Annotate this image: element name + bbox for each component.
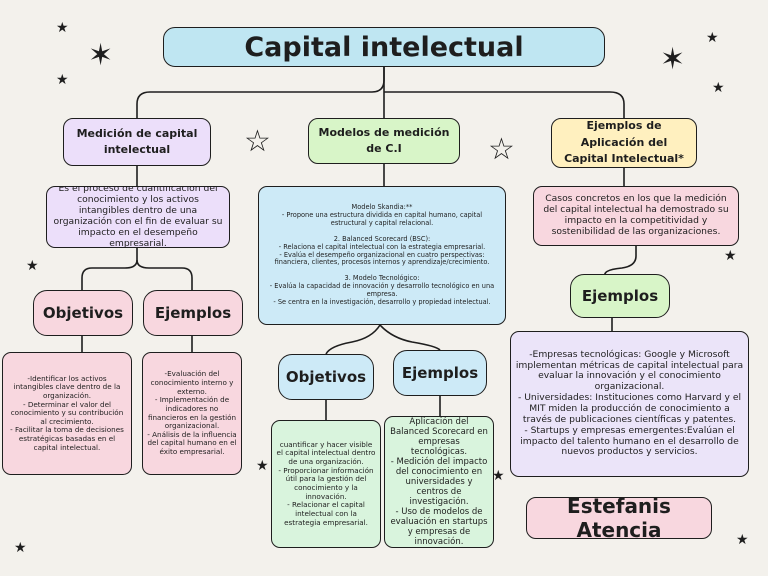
label-ejemplos-modelos: Ejemplos xyxy=(393,350,487,396)
star-icon: ★ xyxy=(706,30,719,46)
star-icon: ✶ xyxy=(88,38,114,73)
header-modelos: Modelos de medición de C.I xyxy=(308,118,460,164)
star-icon: ★ xyxy=(712,80,725,96)
star-icon: ★ xyxy=(14,540,27,556)
star-icon: ★ xyxy=(724,248,737,264)
star-outline-icon: ☆ xyxy=(244,124,271,159)
label-objetivos-modelos: Objetivos xyxy=(278,354,374,400)
star-icon: ✶ xyxy=(660,42,686,77)
page-title: Capital intelectual xyxy=(163,27,605,67)
text-ejemplos-medicion: -Evaluación del conocimiento interno y e… xyxy=(142,352,242,475)
text-ejemplos-aplicacion: -Empresas tecnológicas: Google y Microso… xyxy=(510,331,749,477)
label-ejemplos-medicion: Ejemplos xyxy=(143,290,243,336)
star-icon: ★ xyxy=(492,468,505,484)
author-name: Estefanis Atencia xyxy=(526,497,712,539)
description-ejemplos-aplicacion: Casos concretos en los que la medición d… xyxy=(533,186,739,246)
text-objetivos-medicion: -Identificar los activos intangibles cla… xyxy=(2,352,132,475)
header-ejemplos-aplicacion: Ejemplos de Aplicación del Capital Intel… xyxy=(551,118,697,168)
star-icon: ★ xyxy=(256,458,269,474)
header-medicion: Medición de capital intelectual xyxy=(63,118,211,166)
label-ejemplos-aplicacion: Ejemplos xyxy=(570,274,670,318)
text-objetivos-modelos: cuantificar y hacer visible el capital i… xyxy=(271,420,381,548)
star-icon: ★ xyxy=(56,72,69,88)
text-ejemplos-modelos: Aplicación del Balanced Scorecard en emp… xyxy=(384,416,494,548)
star-icon: ★ xyxy=(56,20,69,36)
description-medicion: Es el proceso de cuantificación del cono… xyxy=(46,186,230,248)
description-modelos: Modelo Skandia:** - Propone una estructu… xyxy=(258,186,506,325)
star-icon: ★ xyxy=(736,532,749,548)
star-icon: ★ xyxy=(26,258,39,274)
label-objetivos-medicion: Objetivos xyxy=(33,290,133,336)
star-outline-icon: ☆ xyxy=(488,132,515,167)
